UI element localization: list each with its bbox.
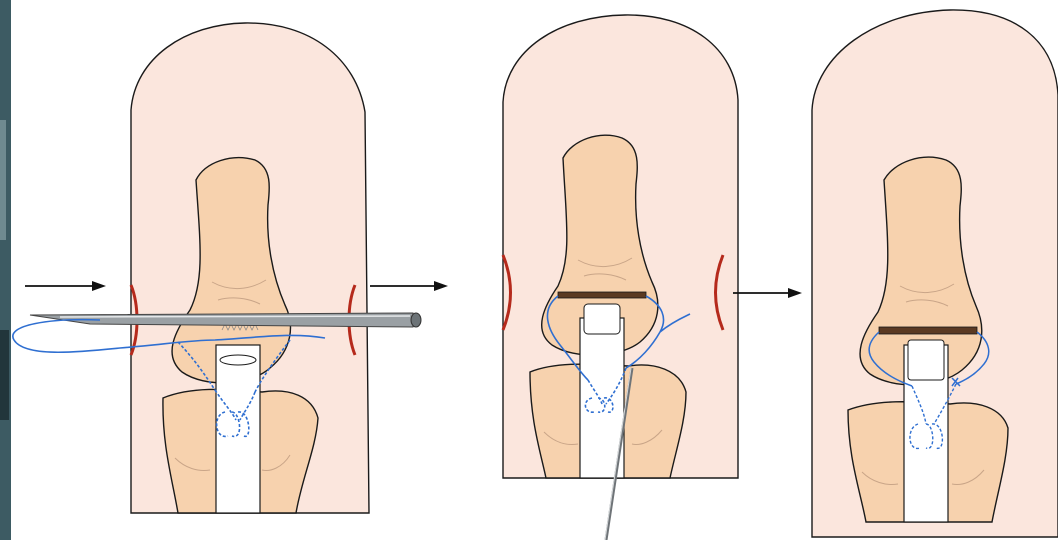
arrow-into-panel-1 — [25, 281, 106, 291]
tendon-2 — [580, 318, 624, 478]
tendon-1 — [216, 345, 260, 513]
photo-strip-edge — [0, 0, 11, 540]
panel-2 — [503, 15, 738, 540]
tendon-stump-2 — [584, 304, 620, 334]
tendon-stump-3 — [908, 340, 944, 380]
fixation-bar-2 — [558, 292, 646, 298]
photo-strip — [0, 0, 11, 540]
photo-strip-highlight — [0, 120, 6, 240]
panel-3 — [812, 10, 1058, 537]
arrow-out-of-panel-1 — [370, 281, 448, 291]
fixation-bar-3 — [879, 327, 977, 334]
needle-highlight-1 — [60, 316, 410, 317]
panel-1 — [13, 23, 421, 513]
arrow-panel-2-to-3 — [733, 288, 802, 298]
tendon-stump-1 — [220, 355, 256, 365]
needle-end-1 — [411, 313, 421, 327]
photo-strip-dark — [0, 330, 9, 420]
